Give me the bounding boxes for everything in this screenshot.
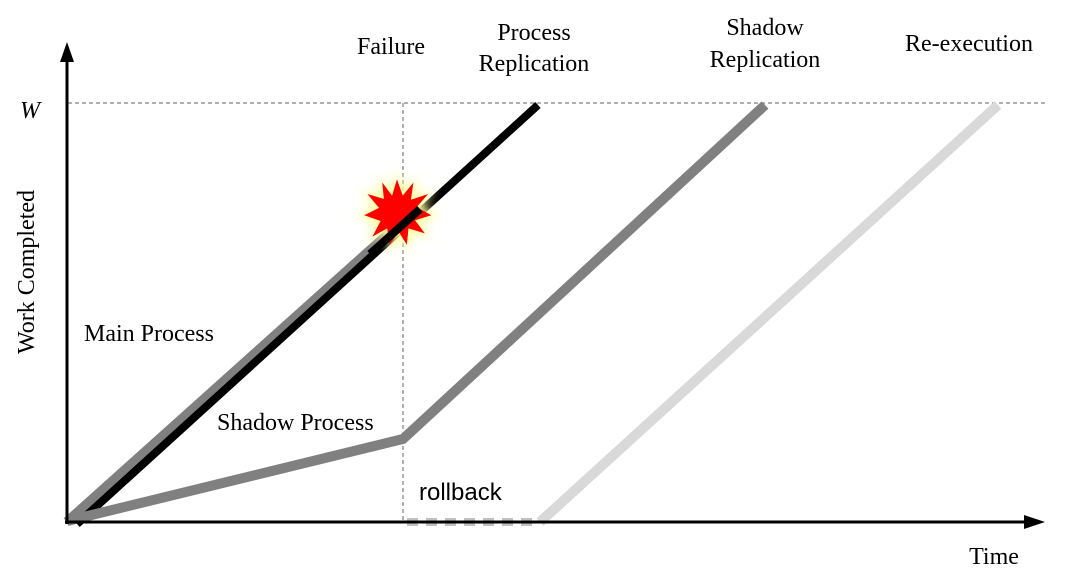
failure-label: Failure: [357, 34, 425, 60]
reexecution-label: Re-execution: [905, 31, 1033, 57]
process-replication-label-line2: Replication: [479, 51, 590, 77]
rollback-label: rollback: [419, 479, 503, 506]
shadow-replication-label-line2: Replication: [710, 47, 821, 73]
x-axis-arrowhead: [1024, 515, 1045, 529]
process-replication-overlay: [367, 206, 423, 257]
shadow-replication-label-line1: Shadow: [726, 15, 804, 41]
w-marker-label: W: [20, 98, 42, 124]
shadow-process-label: Shadow Process: [217, 410, 374, 436]
process-replication-line: [74, 102, 541, 527]
explosion-burst-icon: [357, 172, 439, 252]
main-process-gray-segment: [63, 224, 399, 526]
process-replication-label-line1: Process: [497, 20, 570, 46]
x-axis-label: Time: [969, 544, 1019, 570]
y-axis-arrowhead: [60, 42, 74, 62]
reexecution-line: [536, 101, 1002, 526]
shadow-replication-line: [65, 101, 769, 526]
main-process-label: Main Process: [84, 321, 214, 347]
y-axis-label: Work Completed: [14, 190, 40, 354]
